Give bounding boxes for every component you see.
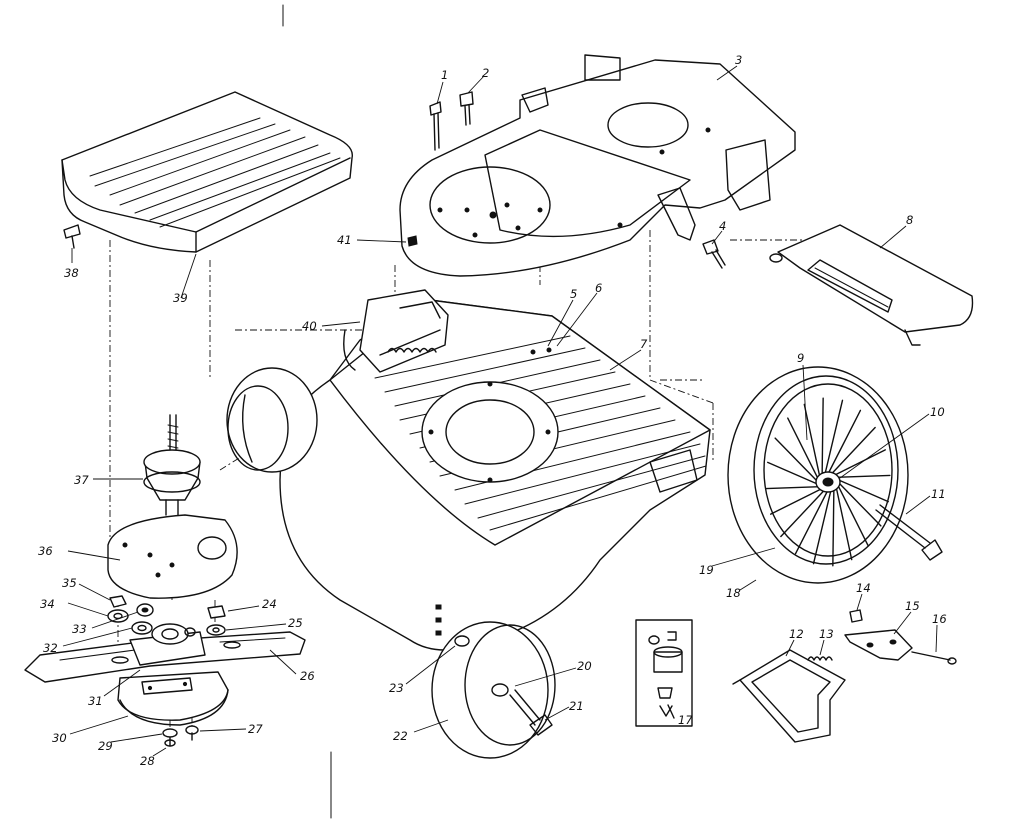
label-part-8: 8 [906,213,913,227]
label-part-15: 15 [905,599,920,613]
wheel-spoke [765,486,821,490]
label-part-37: 37 [74,473,89,487]
mower-deck [279,299,711,651]
spring-13 [807,656,833,661]
nut-23 [454,635,470,647]
spacer-32 [131,621,153,635]
label-part-20: 20 [577,659,592,673]
blade-adapter [129,623,206,666]
label-part-1: 1 [441,68,448,82]
bolt-2 [459,91,474,126]
wheel-spoke [833,449,886,477]
label-part-28: 28 [140,754,155,768]
label-part-31: 31 [88,694,103,708]
wheel-spoke [832,487,835,567]
label-part-3: 3 [735,53,742,67]
label-part-7: 7 [640,337,648,351]
label-part-23: 23 [389,681,404,695]
inset-17 [635,619,693,727]
wheel-spoke [836,483,869,547]
label-part-34: 34 [40,597,55,611]
screw-38 [63,224,81,249]
bolt-27 [185,725,199,741]
wheel-spoke [836,478,889,503]
front-wheel-22 [431,621,556,759]
leader-lines [62,65,938,757]
label-part-27: 27 [248,722,263,736]
wheel-spoke [827,409,862,475]
part-labels: 1 2 3 4 5 6 7 8 9 10 11 12 13 14 15 16 1… [38,53,947,768]
wheel-spoke [770,487,823,515]
label-part-17: 17 [678,713,693,727]
label-part-33: 33 [72,622,87,636]
nut-24 [207,605,226,619]
label-part-22: 22 [393,729,408,743]
label-part-10: 10 [930,405,945,419]
wheel-spoke [812,488,832,565]
washer-25 [206,624,226,636]
label-part-11: 11 [931,487,946,501]
wheel-spoke [830,426,876,476]
label-part-29: 29 [98,739,113,753]
rear-spoke-wheel [727,366,909,584]
wheel-spoke [794,489,829,555]
top-cover [61,91,354,253]
screw-41 [407,235,418,247]
label-part-19: 19 [699,563,714,577]
label-part-35: 35 [62,576,77,590]
label-part-18: 18 [726,586,741,600]
bolt-4 [702,239,726,269]
wheel-spoke [774,437,819,483]
washer-34 [107,609,129,623]
wheel-spoke [787,417,820,481]
spindle-housing [143,414,201,516]
label-part-41: 41 [337,233,352,247]
label-part-6: 6 [595,281,602,295]
engine-mounting-plate [399,54,796,277]
label-part-16: 16 [932,612,947,626]
label-part-25: 25 [288,616,303,630]
label-part-2: 2 [482,66,489,80]
label-part-26: 26 [300,669,315,683]
wheel-spoke [803,403,821,478]
axle-bolt-21 [509,689,553,736]
label-part-30: 30 [52,731,67,745]
pin-16 [911,651,957,665]
label-part-40: 40 [302,319,317,333]
upper-blade-guard [107,514,238,599]
wheel-spoke [835,486,853,561]
discharge-deflector [732,649,846,743]
wheel-spoke [780,488,826,538]
label-part-12: 12 [789,627,804,641]
axle-bolt-11 [875,504,943,561]
lower-blade-guard [117,671,229,726]
wheel-spoke [821,397,824,477]
label-part-13: 13 [819,627,834,641]
label-part-36: 36 [38,544,53,558]
label-part-5: 5 [570,287,577,301]
label-part-9: 9 [797,351,804,365]
label-part-14: 14 [856,581,871,595]
rear-deflector-door [769,224,974,346]
label-part-32: 32 [43,641,58,655]
label-part-39: 39 [173,291,188,305]
nut-14 [849,609,863,623]
bolt-28 [164,734,176,747]
label-part-4: 4 [719,219,726,233]
nut-33 [136,603,154,617]
rear-left-wheel [226,367,318,473]
wheel-spoke [837,481,882,527]
bolt-1 [429,101,442,151]
wheel-spoke [824,399,844,476]
nut-35 [109,595,127,608]
label-part-38: 38 [64,266,79,280]
wheel-spoke [767,461,820,486]
washer-29 [162,728,178,738]
label-part-21: 21 [569,699,584,713]
label-part-24: 24 [262,597,277,611]
height-adjuster-lever [343,289,449,373]
bracket-15 [844,629,913,661]
wheel-spoke [835,474,891,478]
